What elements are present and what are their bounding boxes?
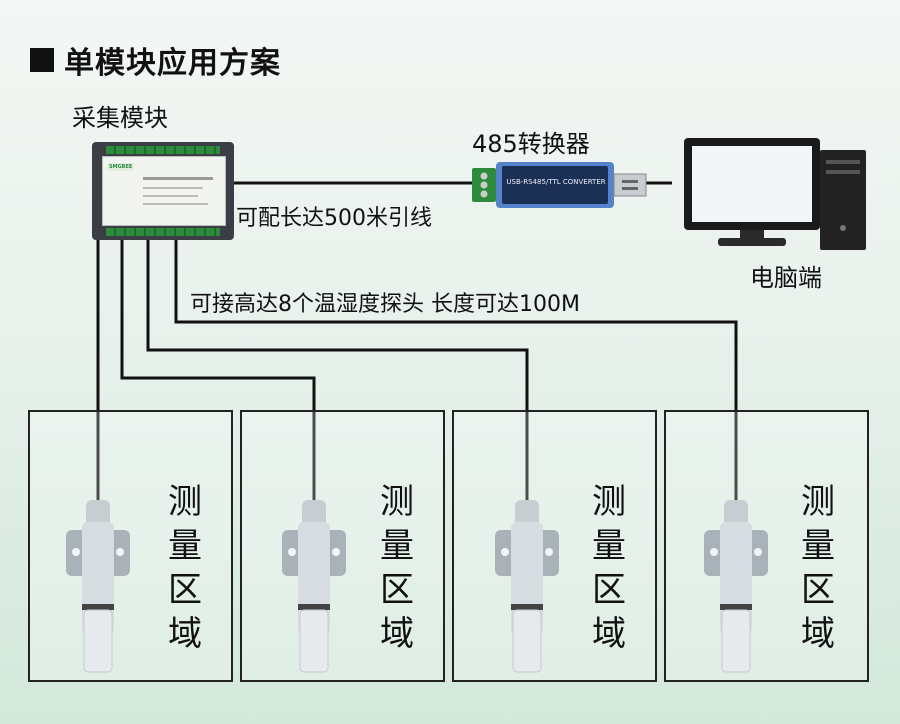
page-title: 单模块应用方案 bbox=[30, 38, 281, 82]
measurement-zone-1: 测量区域 bbox=[28, 410, 233, 682]
zone-2-label: 测量区域 bbox=[380, 482, 414, 654]
probe-wire-3 bbox=[146, 240, 529, 500]
probe-icon bbox=[66, 500, 130, 673]
zone-4-label: 测量区域 bbox=[801, 482, 835, 654]
module-label: 采集模块 bbox=[72, 104, 168, 132]
zone-3-label: 测量区域 bbox=[592, 482, 626, 654]
probe-icon bbox=[495, 500, 559, 673]
probe-icon bbox=[704, 500, 768, 673]
module-brand: SMGBEE bbox=[107, 163, 135, 171]
converter-print: USB-RS485/TTL CONVERTER bbox=[506, 178, 605, 186]
title-square-icon bbox=[30, 48, 54, 72]
usb-converter-icon: USB-RS485/TTL CONVERTER bbox=[472, 162, 647, 208]
title-text: 单模块应用方案 bbox=[64, 46, 281, 81]
probe-capacity-note: 可接高达8个温湿度探头 长度可达100M bbox=[190, 292, 580, 317]
computer-icon bbox=[684, 138, 866, 250]
computer-label: 电脑端 bbox=[750, 264, 822, 292]
probe-wire-2 bbox=[120, 240, 316, 500]
wire-length-note: 可配长达500米引线 bbox=[236, 206, 432, 231]
module-faceplate: SMGBEE bbox=[102, 156, 226, 226]
module-top-terminals bbox=[106, 146, 220, 154]
acquisition-module: SMGBEE bbox=[92, 142, 234, 240]
zone-1-label: 测量区域 bbox=[168, 482, 202, 654]
module-bottom-terminals bbox=[106, 228, 220, 236]
converter-label: 485转换器 bbox=[472, 130, 590, 158]
probe-icon bbox=[282, 500, 346, 673]
